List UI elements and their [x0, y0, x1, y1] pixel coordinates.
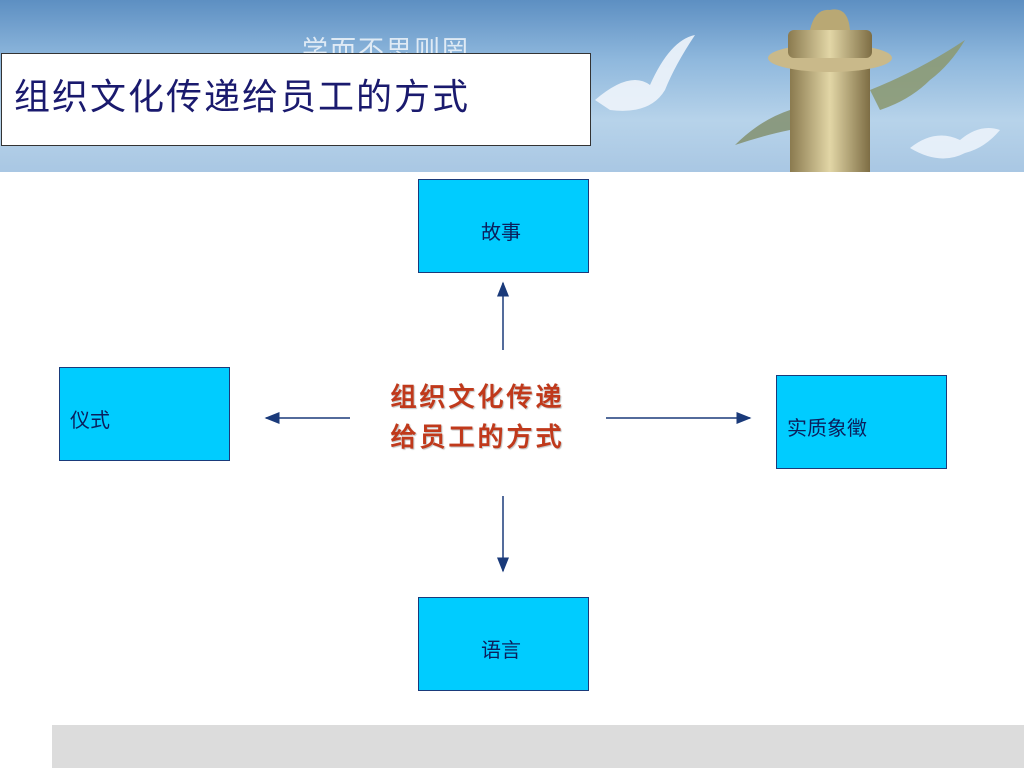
node-material-symbol-label: 实质象徵 [787, 416, 867, 440]
center-label-line1: 组织文化传递 [390, 383, 565, 413]
node-story-label: 故事 [481, 220, 521, 244]
node-material-symbol: 实质象徵 [776, 375, 947, 469]
node-language-label: 语言 [481, 638, 521, 662]
node-language: 语言 [418, 597, 589, 691]
node-story: 故事 [418, 179, 589, 273]
title-box: 组织文化传递给员工的方式 [1, 53, 591, 146]
dove-icon [910, 127, 1000, 159]
footer-bar [52, 725, 1024, 768]
center-label: 组织文化传递 给员工的方式 [370, 378, 585, 458]
slide-title: 组织文化传递给员工的方式 [14, 77, 471, 118]
node-ritual: 仪式 [59, 367, 230, 461]
huabiao-column-icon [735, 9, 965, 172]
node-ritual-label: 仪式 [70, 408, 110, 432]
center-label-line2: 给员工的方式 [390, 423, 565, 453]
dove-icon [595, 35, 695, 111]
